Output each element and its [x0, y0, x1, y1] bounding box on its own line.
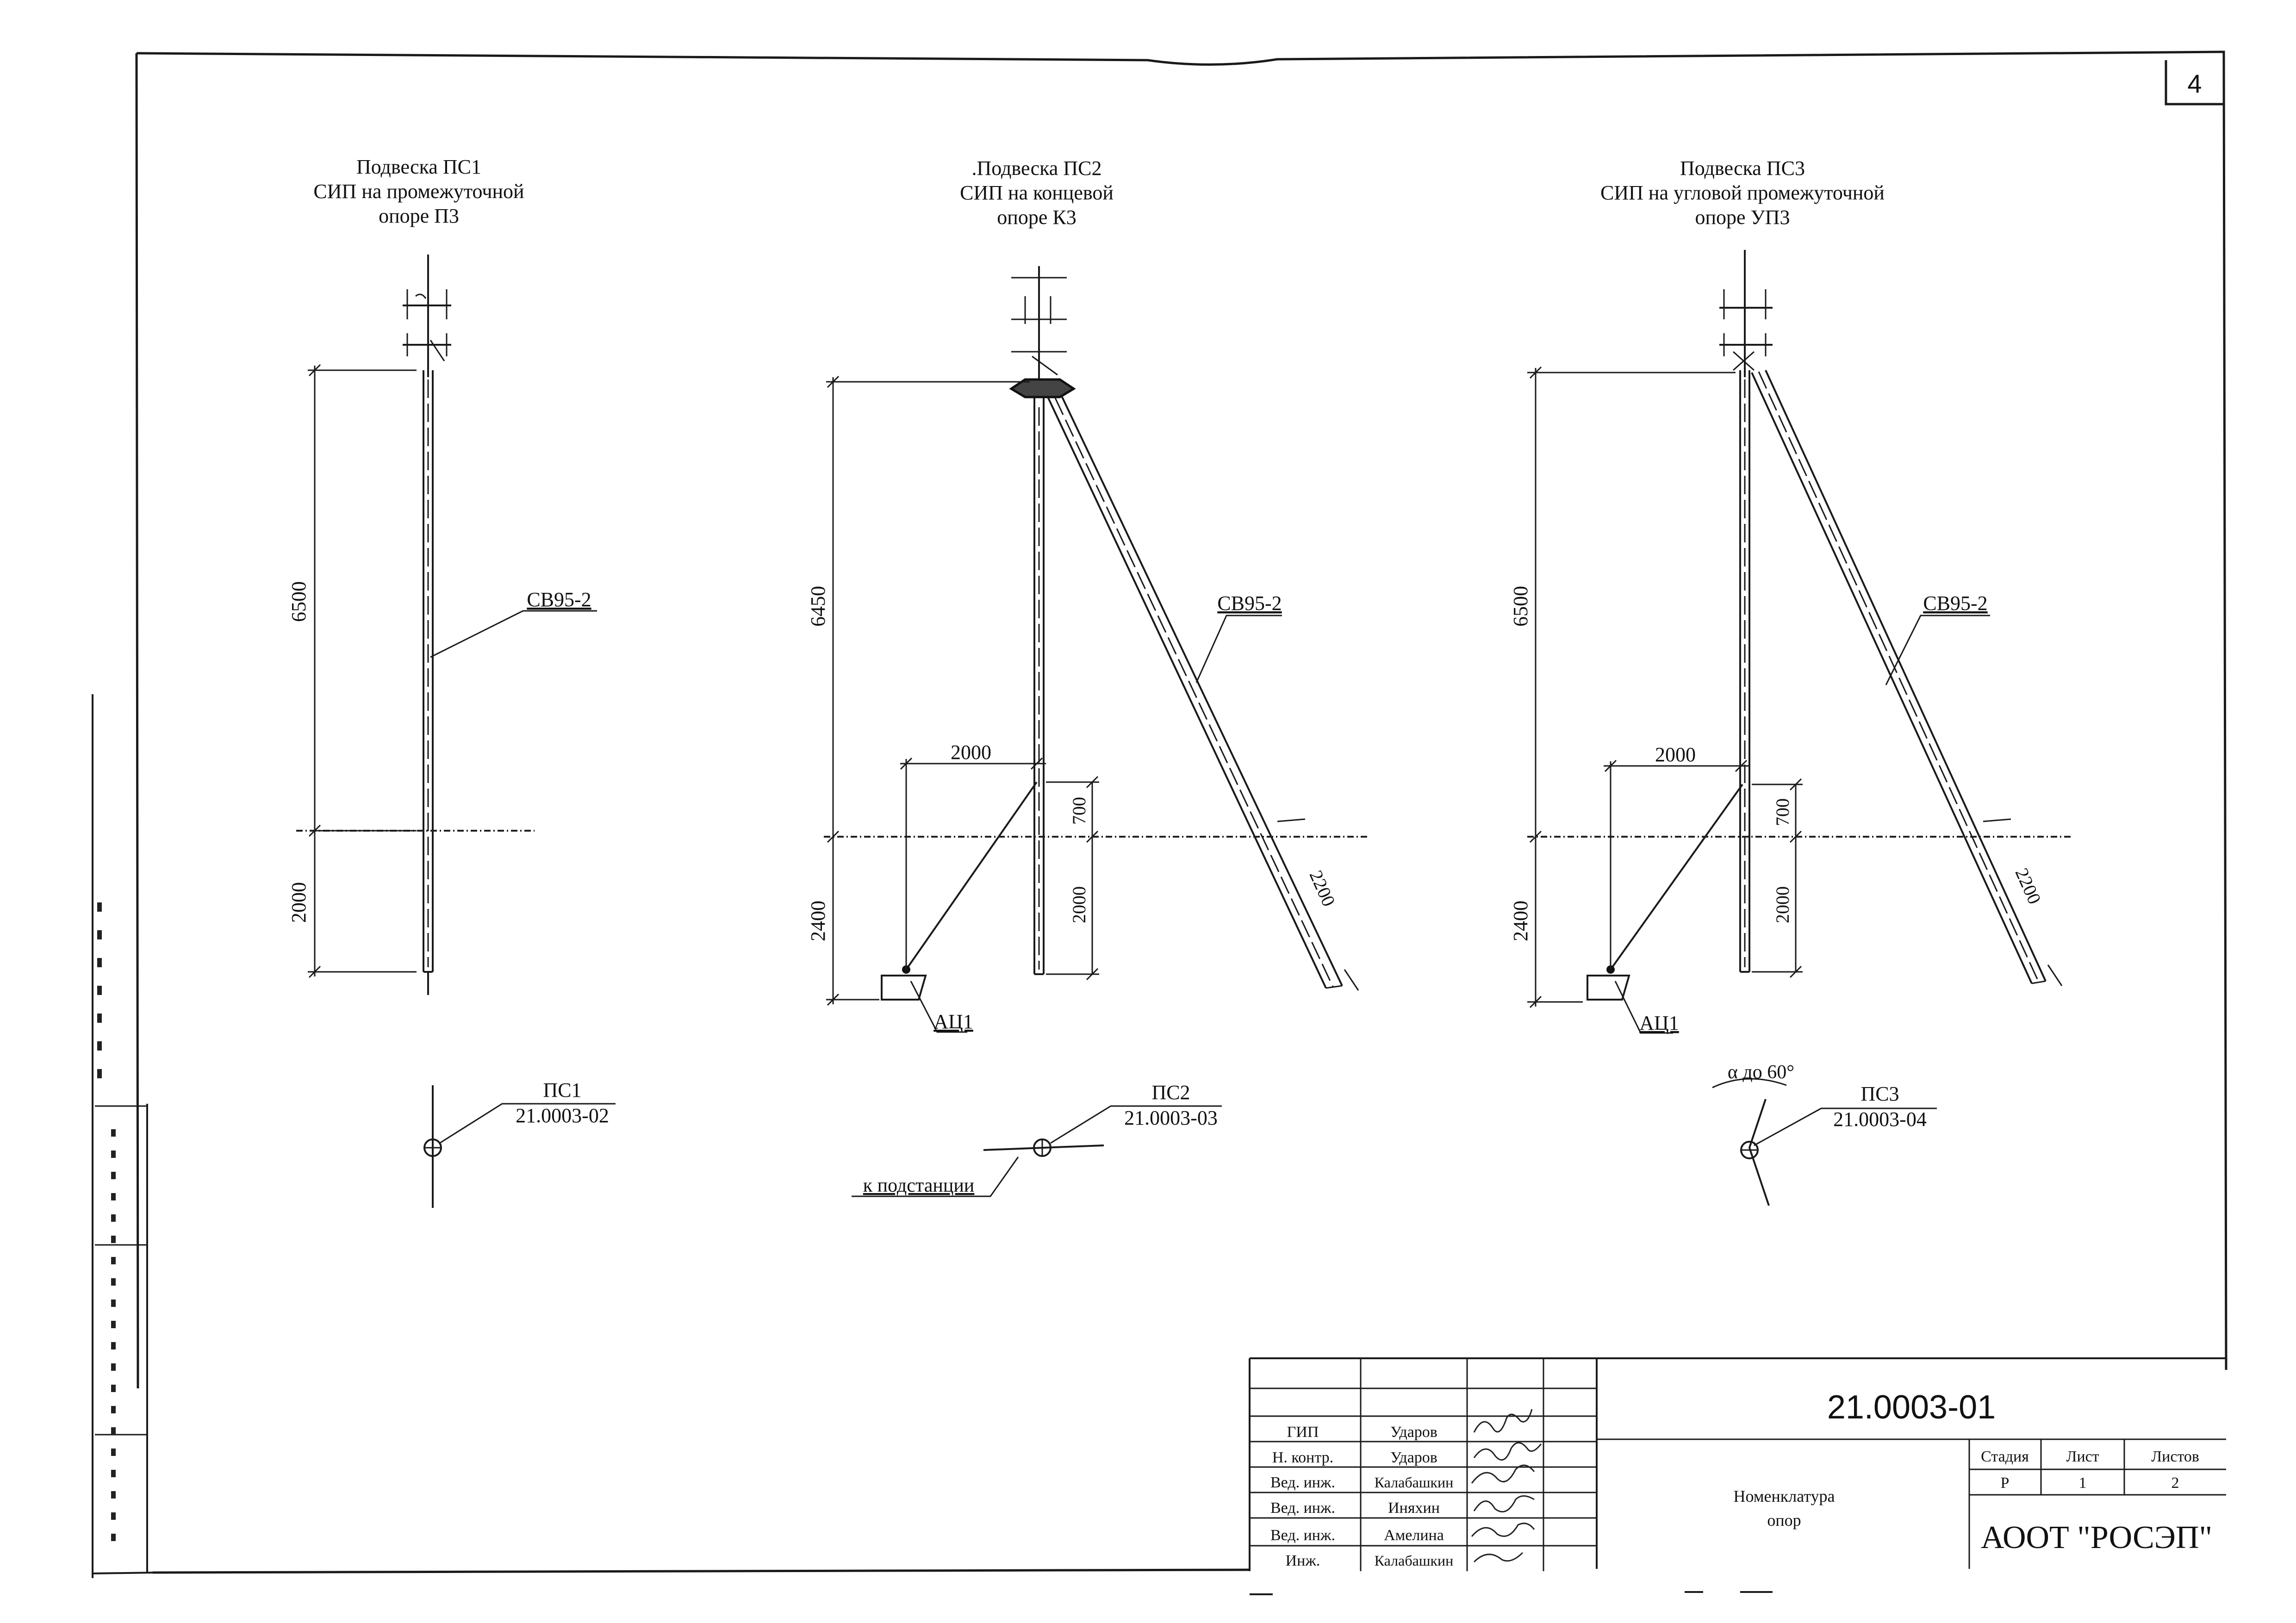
panel1-title-line3: опоре П3 [379, 205, 459, 227]
stage-header: Стадия [1981, 1448, 2029, 1465]
panel1-pole-label: СВ95-2 [527, 588, 591, 611]
panel3-dim-height: 6500 [1509, 586, 1532, 627]
panel3-plan-code: 21.0003-04 [1833, 1108, 1927, 1131]
panel2-strut [1047, 397, 1359, 991]
panel2-title-line1: .Подвеска ПС2 [972, 157, 1102, 180]
panel2-dim-lower: 2000 [1069, 886, 1089, 923]
panel1-leader [430, 610, 597, 658]
signature-role: Вед. инж. [1270, 1499, 1335, 1517]
title-block: 21.0003-01 Номенклатура опор Стадия Лист… [1249, 1357, 2226, 1571]
panel1-title-line1: Подвеска ПС1 [356, 155, 481, 178]
panel2-anchor-label: АЦ1 [933, 1010, 973, 1033]
panel2-plan-label: ПС2 [1151, 1081, 1190, 1104]
sheet-frame [92, 50, 2228, 1595]
panel2-leader [1195, 615, 1282, 683]
panel2-title-line2: СИП на концевой [960, 181, 1114, 204]
panel-ps2: .Подвеска ПС2 СИП на концевой опоре К3 А… [807, 157, 1368, 1197]
panel3-dim-strut: 2200 [2011, 865, 2046, 907]
panel2-dim-strut: 2200 [1306, 867, 1340, 909]
sheet-value: 1 [2079, 1474, 2087, 1492]
panel1-dim-below: 2000 [287, 882, 310, 923]
signature-name: Иняхин [1388, 1499, 1440, 1517]
panel2-pole-head [1009, 266, 1076, 398]
sheet-number-box: 4 [2165, 60, 2224, 106]
panel1-pole-head [403, 255, 451, 377]
signature-name: Амелина [1384, 1527, 1444, 1544]
panel3-title-line2: СИП на угловой промежуточной [1600, 181, 1885, 204]
signature-role: Н. контр. [1272, 1449, 1333, 1466]
panel3-dim-upper: 700 [1772, 798, 1793, 826]
signature-role: ГИП [1287, 1424, 1319, 1441]
panel2-pole [1033, 398, 1045, 975]
panel3-plan: α до 60° ПС3 21.0003-04 [1712, 1062, 1937, 1206]
panel2-plan: ПС2 21.0003-03 к подстанции [852, 1081, 1222, 1197]
panel1-plan-label: ПС1 [543, 1079, 581, 1101]
document-title-line2: опор [1767, 1511, 1801, 1530]
panel2-dimensions: 6450 2400 2000 700 2000 2200 [807, 375, 1340, 1006]
panel3-guy-anchor: АЦ1 [1587, 784, 1743, 1034]
panel3-dimensions: 6500 2400 2000 700 2000 2200 [1509, 366, 2046, 1008]
panel2-title-line3: опоре К3 [997, 206, 1076, 229]
signature-role: Вед. инж. [1270, 1474, 1335, 1491]
panel3-dim-below: 2400 [1509, 901, 1532, 941]
panel1-plan-code: 21.0003-02 [516, 1104, 609, 1127]
signature-name: Ударов [1390, 1424, 1437, 1441]
panel3-leader [1885, 615, 1990, 685]
signature-role: Инж. [1286, 1552, 1320, 1569]
company-name: АООТ "РОСЭП" [1981, 1520, 2212, 1555]
sheets-header: Листов [2151, 1448, 2199, 1465]
panel1-dimensions: 6500 2000 [287, 364, 417, 978]
signature-name: Калабашкин [1375, 1474, 1454, 1491]
signature-name: Калабашкин [1375, 1552, 1454, 1569]
sheet-header: Лист [2066, 1448, 2099, 1465]
sheet-number: 4 [2187, 69, 2202, 98]
sheets-total-value: 2 [2172, 1474, 2179, 1492]
panel-ps1: Подвеска ПС1 СИП на промежуточной опоре … [287, 155, 616, 1208]
panel1-dim-height: 6500 [287, 581, 310, 622]
panel3-pole [1739, 370, 1750, 973]
panel1-plan: ПС1 21.0003-02 [423, 1079, 616, 1208]
panel3-title-line1: Подвеска ПС3 [1680, 157, 1805, 180]
panel2-dim-below: 2400 [807, 901, 829, 941]
panel3-plan-label: ПС3 [1860, 1082, 1899, 1105]
panel3-title-line3: опоре УП3 [1695, 206, 1790, 229]
panel2-plan-note: к подстанции [863, 1175, 975, 1196]
document-title-line1: Номенклатура [1733, 1487, 1835, 1505]
signature-rows: ГИП Ударов Н. контр. Ударов Вед. инж. Ка… [1270, 1424, 1453, 1569]
panel3-plan-angle: α до 60° [1728, 1062, 1794, 1083]
panel2-dim-upper: 700 [1069, 797, 1089, 825]
panel2-guy-anchor: АЦ1 [881, 781, 1038, 1033]
panel3-pole-label: СВ95-2 [1923, 592, 1987, 615]
panel3-dim-lower: 2000 [1772, 886, 1793, 923]
panel2-dim-height: 6450 [807, 586, 829, 627]
stage-value: Р [2001, 1474, 2010, 1492]
panel2-plan-code: 21.0003-03 [1124, 1107, 1218, 1129]
handwritten-signatures [1471, 1409, 1542, 1563]
panel2-pole-label: СВ95-2 [1217, 592, 1282, 615]
document-code: 21.0003-01 [1827, 1389, 1996, 1426]
panel3-strut [1751, 370, 2063, 986]
signature-role: Вед. инж. [1270, 1527, 1335, 1544]
panel2-dim-horizontal: 2000 [951, 741, 991, 764]
signature-name: Ударов [1390, 1449, 1437, 1466]
panel1-title-line2: СИП на промежуточной [313, 180, 524, 203]
panel3-dim-horizontal: 2000 [1655, 743, 1696, 766]
panel3-pole-head [1719, 250, 1773, 377]
panel3-anchor-label: АЦ1 [1639, 1012, 1679, 1034]
panel-ps3: Подвеска ПС3 СИП на угловой промежуточно… [1509, 157, 2071, 1206]
